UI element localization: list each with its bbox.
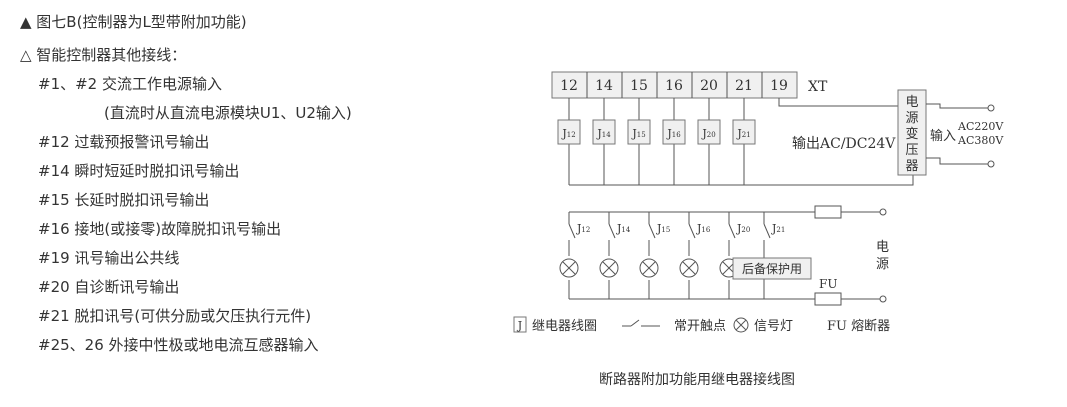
svg-text:J20: J20 (701, 127, 715, 140)
note-item: (直流时从直流电源模块U1、U2输入) (104, 104, 352, 122)
note-item: #19 讯号输出公共线 (38, 249, 180, 267)
backup-protection-label: 后备保护用 (742, 262, 802, 276)
notes-subtitle: △ 智能控制器其他接线： (20, 46, 187, 64)
signal-lamps (559, 258, 739, 278)
contact-label-j15: J15 (656, 222, 670, 235)
terminal-label: 19 (770, 78, 788, 94)
diagram-legend: J 继电器线圈 常开触点 信号灯 FU 熔断器 (513, 316, 890, 334)
note-item: #20 自诊断讯号输出 (38, 278, 180, 296)
signal-lamp-icon (639, 258, 659, 278)
transformer-char: 源 (905, 111, 918, 126)
ac-input-voltage: AC380V (957, 134, 1004, 147)
svg-text:J15: J15 (631, 127, 645, 140)
relay-coil-j12: J12 (557, 119, 581, 145)
relay-coil-j14: J14 (592, 119, 616, 145)
terminal-label: 20 (700, 78, 718, 94)
terminal-label: 21 (735, 78, 753, 94)
signal-circuit: J12 J14 J15 J16 J20 J21 后备保护用 FU 电 源 (559, 205, 889, 306)
bottom-fuse-symbol (814, 292, 842, 306)
signal-lamp-icon (599, 258, 619, 278)
contact-legend-icon (622, 319, 660, 327)
top-fuse-symbol (814, 205, 842, 219)
note-item: #21 脱扣讯号(可供分励或欠压执行元件) (38, 307, 312, 325)
terminal-block-frame (551, 71, 798, 99)
contact-label-j14: J14 (616, 222, 631, 235)
svg-text:J14: J14 (596, 127, 611, 140)
svg-text:J16: J16 (666, 127, 681, 140)
note-item: #1、#2 交流工作电源输入 (38, 75, 222, 93)
note-item: #15 长延时脱扣讯号输出 (38, 191, 210, 209)
signal-lamp-icon (679, 258, 699, 278)
relay-coil-j16: J16 (662, 119, 686, 145)
transformer-char: 电 (905, 95, 918, 110)
power-label-char: 源 (876, 257, 889, 272)
terminal-label: 12 (560, 78, 578, 94)
note-item: #12 过载预报警讯号输出 (38, 133, 210, 151)
relay-coil-j20: J20 (697, 119, 721, 145)
terminal-coil-wires (568, 98, 914, 186)
note-item: #25、26 外接中性极或地电流互感器输入 (38, 336, 319, 354)
lamp-legend-icon (733, 317, 749, 333)
coil-legend-icon (513, 316, 527, 333)
transformer-char: 变 (905, 126, 918, 142)
backup-protection-box (732, 257, 812, 280)
contact-label-j12: J12 (576, 222, 590, 235)
power-transformer: 电 源 变 压 器 (897, 89, 927, 176)
terminal-block-label: XT (808, 79, 828, 95)
fuse-legend-label: FU 熔断器 (827, 319, 890, 334)
note-item: #16 接地(或接零)故障脱扣讯号输出 (38, 220, 282, 238)
transformer-box (897, 89, 927, 176)
terminal-label: 15 (630, 78, 648, 94)
diagram-caption: 断路器附加功能用继电器接线图 (599, 372, 795, 388)
terminal-label: 16 (665, 78, 683, 94)
relay-coil-j15: J15 (627, 119, 651, 145)
svg-text:J21: J21 (736, 127, 750, 140)
fuse-label: FU (819, 277, 837, 291)
terminal-label: 14 (595, 78, 613, 94)
output-voltage-label: 输出AC/DC24V (792, 136, 896, 152)
lamp-legend-label: 信号灯 (754, 319, 793, 334)
transformer-char: 压 (905, 143, 918, 158)
contact-label-j20: J20 (736, 222, 750, 235)
power-label-char: 电 (876, 240, 889, 255)
terminal-block: 12 14 15 16 20 21 19 XT (551, 71, 828, 99)
svg-text:J: J (517, 319, 522, 332)
contact-branches (568, 212, 771, 299)
ac-input-voltage: AC220V (957, 120, 1004, 133)
transformer-char: 器 (905, 159, 918, 174)
notes-title: ▲ 图七B(控制器为L型带附加功能) (20, 13, 247, 31)
input-label: 输入 (930, 128, 956, 144)
coil-legend-label: 继电器线圈 (532, 319, 597, 334)
contact-legend-label: 常开触点 (674, 319, 726, 334)
relay-coils: J12 J14 J15 J16 J20 J21 (557, 119, 756, 145)
contact-label-j16: J16 (696, 222, 711, 235)
contact-label-j21: J21 (771, 222, 785, 235)
svg-text:J12: J12 (561, 127, 575, 140)
signal-lamp-icon (559, 258, 579, 278)
ac-input: 输入 AC220V AC380V (926, 103, 1004, 168)
relay-wiring-diagram: 12 14 15 16 20 21 19 XT J12 (513, 71, 1004, 334)
note-item: #14 瞬时短延时脱扣讯号输出 (38, 162, 240, 180)
relay-coil-j21: J21 (732, 119, 756, 145)
